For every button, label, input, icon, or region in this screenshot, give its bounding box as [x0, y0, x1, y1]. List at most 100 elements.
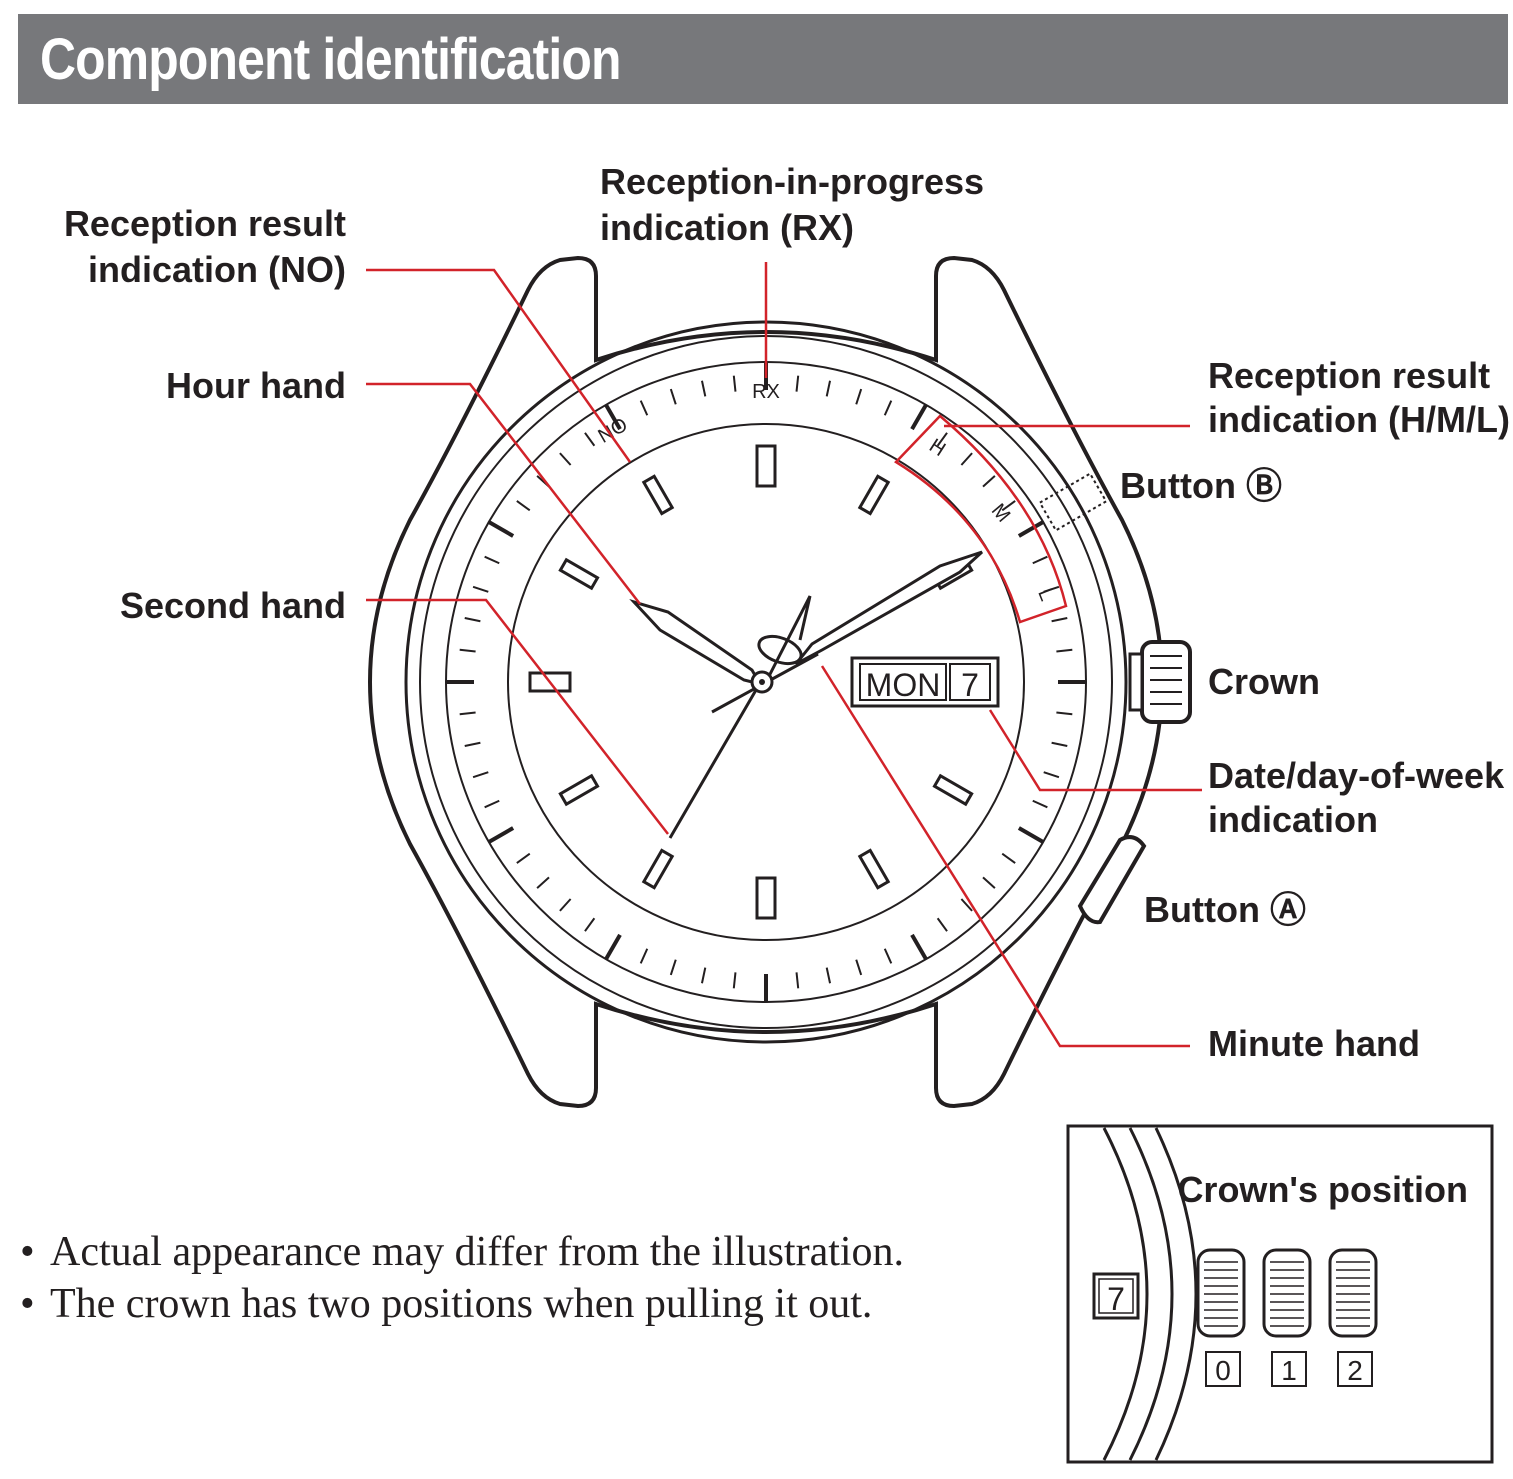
minute-tick — [982, 876, 996, 889]
label-button-b: Button Ⓑ — [1120, 465, 1282, 506]
minute-tick — [825, 967, 832, 984]
minute-tick — [639, 400, 649, 416]
minute-tick — [732, 375, 737, 392]
hour-index — [558, 773, 600, 807]
minute-tick — [584, 917, 596, 932]
minute-tick — [584, 432, 596, 447]
minute-tick — [883, 400, 893, 416]
hour-index — [857, 848, 891, 890]
crown-position-2: 2 — [1328, 1248, 1378, 1387]
label-minute-hand: Minute hand — [1208, 1023, 1420, 1064]
label-hour-hand: Hour hand — [166, 365, 346, 406]
second-hand-counterweight — [757, 634, 803, 666]
minute-tick — [1043, 771, 1060, 779]
label-second-hand: Second hand — [120, 585, 346, 626]
header-bar: Component identification — [18, 14, 1508, 104]
button-b-shape — [1038, 472, 1108, 532]
page-title: Component identification — [40, 27, 622, 92]
minute-tick — [795, 972, 800, 989]
minute-tick — [960, 898, 973, 912]
minute-tick — [936, 917, 948, 932]
leader-hml-zone — [894, 414, 1068, 624]
inset-date-window — [1092, 1272, 1140, 1320]
minute-tick — [855, 959, 863, 976]
leader-reception-no — [366, 268, 632, 463]
minute-tick — [639, 948, 649, 964]
rx-marker: RX — [752, 381, 780, 403]
crown-position-0: 0 — [1196, 1248, 1246, 1387]
date-text: 7 — [961, 667, 979, 703]
minute-tick — [732, 972, 737, 989]
crown-position-label: 2 — [1347, 1355, 1363, 1386]
minute-tick — [910, 933, 928, 961]
minute-tick — [1017, 520, 1045, 538]
label-rx-line1: Reception-in-progress — [600, 161, 984, 202]
note-item: The crown has two positions when pulling… — [20, 1278, 904, 1330]
minute-tick — [1001, 852, 1016, 864]
watch-case — [367, 255, 1165, 1109]
hour-index — [857, 474, 891, 516]
minute-track — [446, 362, 1086, 1002]
leader-second-hand — [366, 598, 669, 835]
minute-tick — [459, 711, 476, 716]
crown-position-label: 1 — [1281, 1355, 1297, 1386]
minute-tick — [536, 876, 550, 889]
label-reception-no-line1: Reception result — [64, 203, 346, 244]
minute-tick — [472, 585, 489, 593]
crown-position-label: 0 — [1215, 1355, 1231, 1386]
label-button-a: Button Ⓐ — [1144, 889, 1306, 930]
minute-tick — [669, 959, 677, 976]
minute-tick — [1032, 799, 1048, 809]
label-date-line2: indication — [1208, 799, 1378, 840]
notes-list: Actual appearance may differ from the il… — [20, 1226, 904, 1330]
minute-hand-shape — [794, 550, 984, 666]
label-hml-line2: indication (H/M/L) — [1208, 399, 1510, 440]
minute-tick — [559, 898, 572, 912]
minute-tick — [472, 771, 489, 779]
date-window-inner — [949, 663, 991, 701]
minute-tick — [883, 948, 893, 964]
minute-tick — [459, 648, 476, 653]
minute-tick — [464, 741, 481, 748]
minute-tick — [487, 826, 515, 844]
crown-shape — [1128, 640, 1192, 724]
minute-tick — [484, 799, 500, 809]
hour-hand-shape — [629, 599, 764, 687]
leader-minute-hand — [820, 665, 1190, 1048]
minute-tick — [484, 555, 500, 565]
day-text: MON — [866, 667, 941, 703]
minute-tick — [700, 967, 707, 984]
leader-date — [988, 709, 1202, 792]
hour-index — [932, 773, 974, 807]
hour-index — [641, 848, 675, 890]
day-window-inner — [859, 663, 947, 701]
minute-tick — [1056, 711, 1073, 716]
label-rx-line2: indication (RX) — [600, 207, 854, 248]
minute-tick — [604, 403, 622, 431]
hour-index — [755, 444, 777, 488]
dial-face — [507, 423, 1025, 941]
label-date-line1: Date/day-of-week — [1208, 755, 1505, 796]
minute-tick — [669, 388, 677, 405]
hand-pinion-center — [759, 679, 765, 685]
label-crown: Crown — [1208, 661, 1320, 702]
minute-tick — [1043, 585, 1060, 593]
hour-index — [755, 876, 777, 920]
minute-tick — [604, 933, 622, 961]
hour-index — [558, 557, 600, 591]
minute-tick — [1017, 826, 1045, 844]
label-hml-line1: Reception result — [1208, 355, 1490, 396]
crown-positions: 0 1 2 — [1196, 1248, 1378, 1387]
minute-tick — [825, 380, 832, 397]
minute-tick — [910, 403, 928, 431]
minute-tick — [960, 452, 973, 466]
button-a-shape — [1077, 835, 1147, 925]
crown-position-1: 1 — [1262, 1248, 1312, 1387]
minute-tick — [1051, 616, 1068, 623]
hour-index — [641, 474, 675, 516]
minute-tick — [487, 520, 515, 538]
minute-tick — [464, 616, 481, 623]
h-marker: H — [925, 435, 949, 461]
minute-tick — [982, 475, 996, 488]
